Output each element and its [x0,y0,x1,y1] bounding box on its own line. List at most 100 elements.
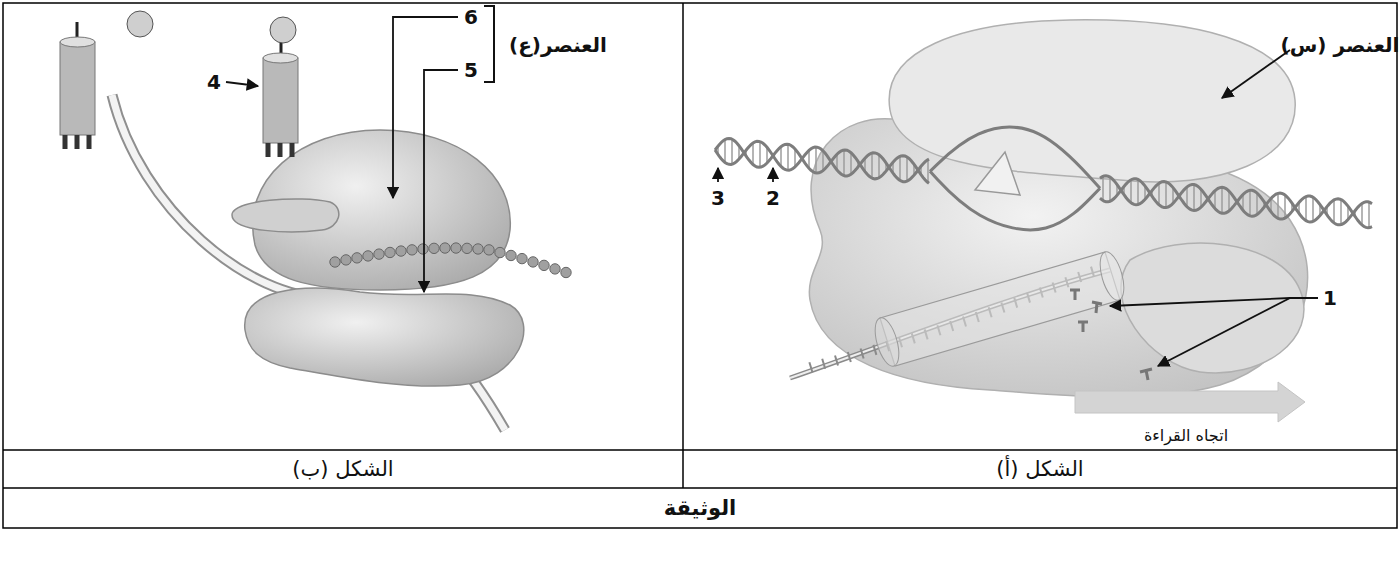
dna-double-helix [1100,176,1372,228]
leader-lines [717,168,719,182]
callout-number: 1 [1323,287,1337,310]
free-nucleotides [1078,322,1088,332]
dna-double-helix [724,140,726,163]
dna-double-helix [1193,185,1195,211]
dna-double-helix [1137,179,1139,204]
rna-bases [873,345,876,355]
rna-bases [809,362,812,372]
trna [60,22,95,149]
dna-double-helix [850,153,852,175]
dna-double-helix [1158,183,1160,205]
rna-exit-channel [790,249,1129,378]
rna-exit-channel [880,252,1120,366]
polypeptide-chain [429,243,439,253]
part-label: العنصر(ع) [509,34,607,57]
polypeptide-chain [473,244,483,254]
dna-double-helix [752,143,754,165]
dna-double-helix [1256,193,1258,215]
trna [65,135,89,149]
dna-double-helix [930,127,1100,188]
direction-label: اتجاه القراءة [1144,427,1228,445]
dna-double-helix [1249,190,1251,216]
leader-lines [226,82,258,86]
trna-molecules [60,11,298,157]
dna-double-helix [1130,180,1132,203]
dna-double-helix [1361,203,1363,225]
callout-number: 2 [766,187,780,210]
table-grid [682,3,684,488]
free-nucleotides [1140,369,1152,380]
reading-direction-arrow [1075,382,1305,422]
part-label: العنصر (س) [1281,34,1400,57]
leader-lines [424,70,458,292]
bracket [484,6,494,82]
dna-double-helix [1100,179,1372,225]
polypeptide-chain [396,246,406,256]
dna-double-helix [1368,202,1370,228]
dna-double-helix [715,138,929,183]
leader-lines [226,6,494,292]
rna-exit-channel [870,315,903,369]
trna [263,40,298,157]
dna-double-helix [1312,197,1314,221]
dna-double-helix [930,171,1100,230]
figure-label: الشكل (أ) [996,457,1083,481]
dna-double-helix [1186,187,1188,207]
trna [263,58,298,143]
polypeptide-chain [462,243,472,253]
polypeptide-chain [506,250,516,260]
table-grid [3,487,1397,489]
dna-double-helix [715,127,1372,230]
ribosome [232,199,339,232]
polypeptide-chain [374,249,384,259]
leader-lines [718,50,1318,366]
polypeptide-chain [352,253,362,263]
rna-polymerase [889,20,1295,182]
polypeptide-chain [484,245,494,255]
table-grid [3,449,1397,451]
polypeptide-chain [440,243,450,253]
callout-number: 3 [711,187,725,210]
dna-double-helix [1165,182,1167,208]
dna-double-helix [927,160,929,183]
polypeptide-chain [385,247,395,257]
dna-double-helix [878,155,880,178]
polypeptide-chain [550,264,560,274]
dna-double-helix [871,153,873,178]
callout-number: 5 [464,59,478,82]
polypeptide-chain [363,251,373,261]
trna [263,53,298,63]
free-nucleotides [1092,302,1102,313]
dna-double-helix [815,147,817,173]
leader-lines [1158,298,1290,366]
dna-double-helix [906,157,908,181]
dna-double-helix [731,139,733,164]
ribosome [232,130,524,386]
dna-double-helix [715,141,929,181]
callout-number: 6 [464,6,478,29]
rna-exit-channel [1095,249,1128,303]
rna-polymerase [1121,243,1304,373]
polypeptide-chain [418,244,428,254]
dna-double-helix [759,142,761,168]
rna-polymerase [975,152,1020,195]
callout-number: 4 [207,71,221,94]
table-grid [3,3,1397,528]
ribosome [245,288,524,386]
free-nucleotides [1070,290,1152,380]
polypeptide-chain [341,255,351,265]
dna-double-helix [787,144,789,170]
rna-bases [848,352,851,362]
trna [60,42,95,135]
dna-double-helix [1305,197,1307,221]
dna-double-helix [1102,176,1104,200]
dna-double-helix [1277,193,1279,218]
rna-bases [822,359,825,369]
rna-bases [861,348,864,358]
leader-lines [1222,50,1290,98]
dna-double-helix [1333,200,1335,223]
free-nucleotides [1070,290,1080,300]
polypeptide-chain [495,247,505,257]
dna-double-helix [1109,177,1111,201]
